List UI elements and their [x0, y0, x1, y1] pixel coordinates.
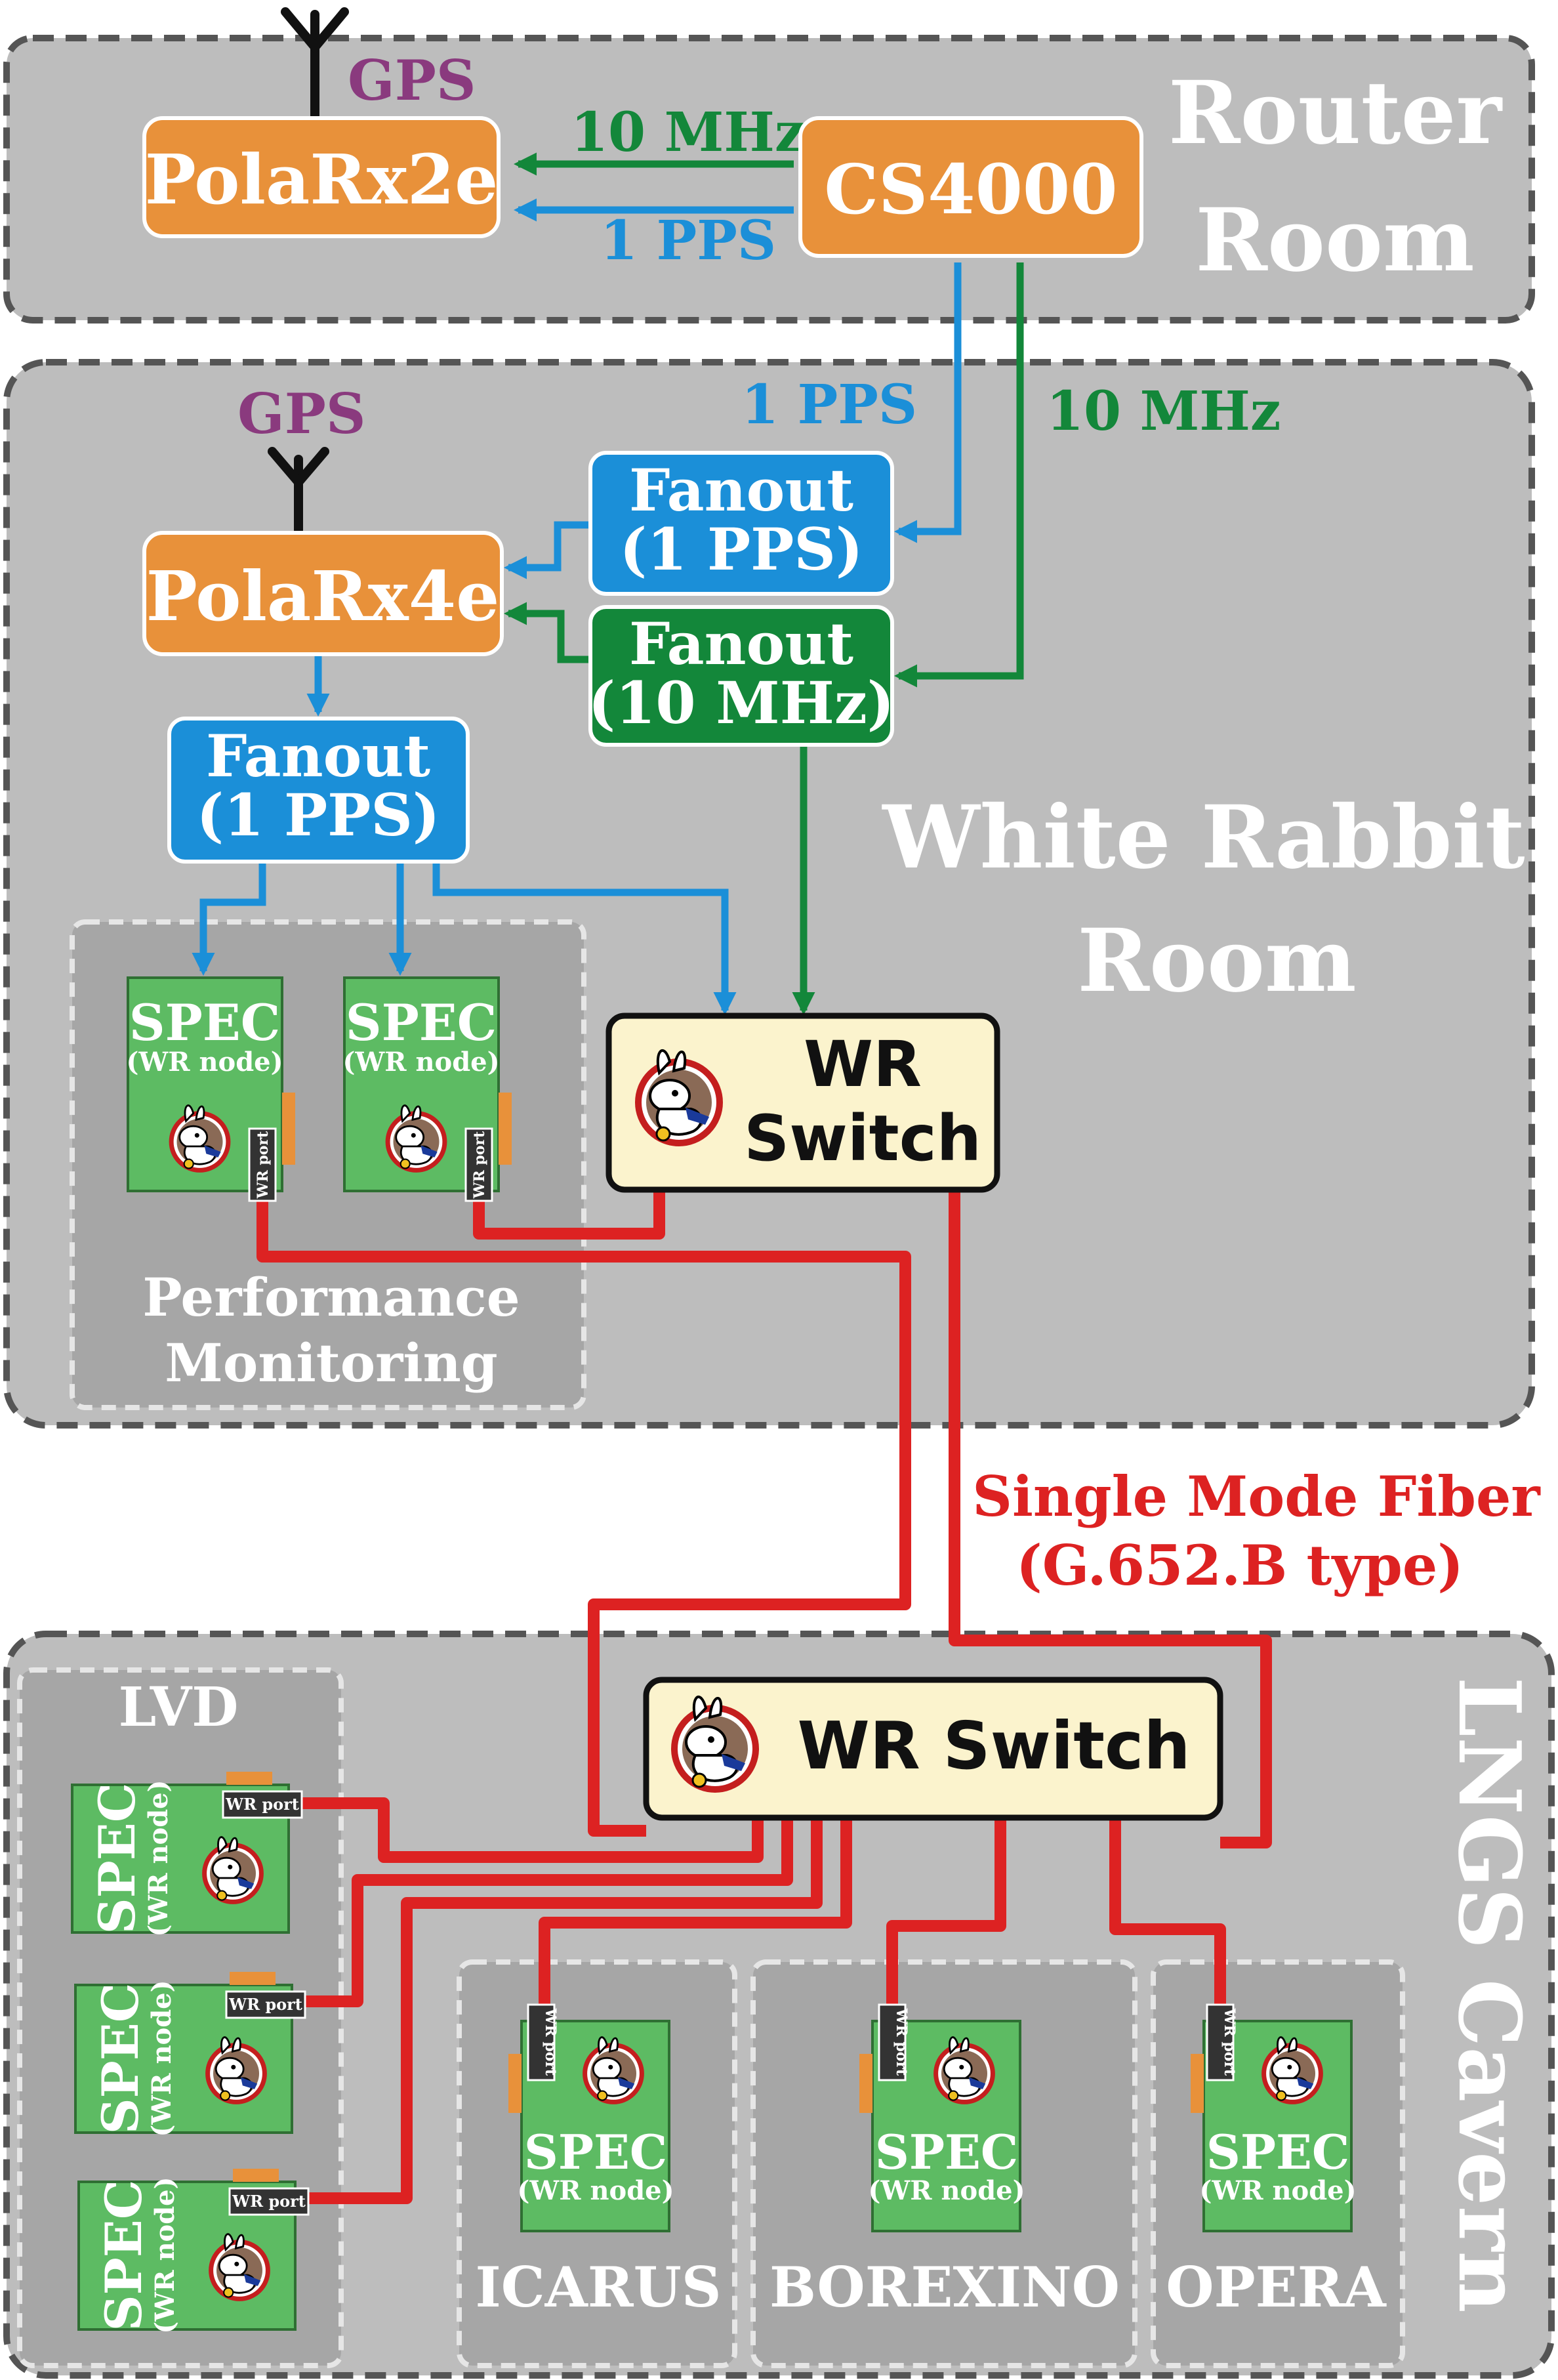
spec-card-lvd-1: WR port SPEC (WR node) — [71, 1772, 303, 1937]
svg-text:Switch: Switch — [744, 1102, 981, 1175]
wr-switch-lngs: WR Switch — [643, 1677, 1223, 1821]
fanout-1pps-lower: Fanout (1 PPS) — [167, 717, 470, 864]
performance-monitoring-label-2: Monitoring — [165, 1332, 497, 1394]
gps-antenna-icon — [268, 447, 329, 535]
10mhz-link-cs4000-fanout — [893, 262, 1024, 688]
svg-text:SPEC: SPEC — [346, 993, 497, 1052]
svg-text:WR port: WR port — [232, 2192, 306, 2211]
white-rabbit-room-label-2: Room — [1077, 910, 1356, 1012]
spec-card-borexino: WR port SPEC (WR node) — [859, 2003, 1025, 2232]
svg-text:WR port: WR port — [255, 1131, 272, 1199]
gps-label-wr: GPS — [237, 381, 366, 446]
opera-label: OPERA — [1166, 2255, 1387, 2320]
svg-text:WR port: WR port — [471, 1131, 488, 1199]
svg-text:WR port: WR port — [1221, 2008, 1238, 2076]
svg-text:PolaRx2e: PolaRx2e — [145, 139, 499, 220]
router-room-label: Router — [1168, 62, 1503, 164]
router-room-label-2: Room — [1195, 190, 1474, 291]
svg-text:(WR node): (WR node) — [342, 1047, 499, 1077]
10mhz-link-fanout-polarx4e — [503, 602, 590, 663]
svg-text:CS4000: CS4000 — [824, 149, 1117, 230]
lvd-label: LVD — [119, 1676, 239, 1739]
fanout-1pps-upper: Fanout (1 PPS) — [588, 451, 894, 596]
wr-switch-main: WR Switch — [605, 1013, 1000, 1193]
1pps-link-fanout-spec1 — [192, 863, 266, 976]
svg-text:PolaRx4e: PolaRx4e — [146, 556, 500, 637]
gps-antenna-icon — [281, 7, 349, 121]
svg-text:WR: WR — [804, 1028, 922, 1101]
fiber-label-1: Single Mode Fiber — [972, 1464, 1541, 1529]
1pps-label-wr-room: 1 PPS — [741, 373, 917, 436]
single-mode-fiber-links — [256, 1191, 1272, 2204]
svg-text:Fanout: Fanout — [629, 610, 853, 678]
borexino-label: BOREXINO — [769, 2255, 1120, 2320]
svg-text:SPEC: SPEC — [524, 2124, 667, 2180]
svg-text:WR Switch: WR Switch — [797, 1707, 1190, 1784]
1pps-link-fanout-polarx4e — [503, 521, 590, 579]
svg-text:(10 MHz): (10 MHz) — [588, 669, 895, 737]
fanout-10mhz: Fanout (10 MHz) — [588, 605, 895, 747]
svg-text:Fanout: Fanout — [629, 456, 853, 524]
polarx4e-receiver: PolaRx4e — [142, 531, 504, 656]
spec-card-perf-1: SPEC (WR node) WR port — [126, 976, 295, 1202]
1pps-link-cs4000-fanout — [893, 262, 962, 543]
svg-text:SPEC: SPEC — [91, 1983, 150, 2134]
spec-card-icarus: WR port SPEC (WR node) — [508, 2003, 674, 2232]
icarus-label: ICARUS — [475, 2255, 721, 2320]
spec-card-opera: WR port SPEC (WR node) — [1191, 2003, 1357, 2232]
cs4000-clock: CS4000 — [798, 116, 1143, 258]
10mhz-label-wr-room: 10 MHz — [1046, 380, 1281, 443]
spec-card-lvd-2: WR port SPEC (WR node) — [74, 1972, 306, 2137]
svg-text:SPEC: SPEC — [875, 2124, 1018, 2180]
gps-label-top: GPS — [348, 48, 476, 113]
fiber-label-2: (G.652.B type) — [1016, 1533, 1464, 1598]
svg-text:(WR node): (WR node) — [868, 2175, 1025, 2206]
svg-text:(WR node): (WR node) — [1199, 2175, 1356, 2206]
polarx2e-receiver: PolaRx2e — [142, 116, 501, 238]
svg-text:WR port: WR port — [228, 1995, 302, 2014]
lngs-cavern-label: LNGS Cavern — [1439, 1677, 1540, 2312]
1pps-link-fanout-wr-switch — [432, 863, 737, 1016]
spec-card-lvd-3: WR port SPEC (WR node) — [77, 2169, 310, 2334]
svg-text:(WR node): (WR node) — [517, 2175, 674, 2206]
svg-text:(1 PPS): (1 PPS) — [619, 515, 863, 583]
router-room — [3, 35, 1535, 324]
svg-text:(WR node): (WR node) — [150, 2177, 180, 2333]
svg-text:SPEC: SPEC — [94, 2180, 153, 2331]
svg-text:SPEC: SPEC — [88, 1783, 146, 1934]
svg-text:(1 PPS): (1 PPS) — [196, 781, 440, 849]
performance-monitoring-label: Performance — [142, 1266, 520, 1328]
white-rabbit-room-label: White Rabbit — [881, 787, 1525, 888]
svg-text:Fanout: Fanout — [206, 722, 430, 790]
svg-text:WR port: WR port — [542, 2008, 559, 2076]
svg-text:WR port: WR port — [893, 2008, 910, 2076]
svg-text:SPEC: SPEC — [1206, 2124, 1349, 2180]
10mhz-label-router: 10 MHz — [571, 101, 805, 164]
svg-text:(WR node): (WR node) — [146, 1980, 177, 2137]
svg-text:WR port: WR port — [225, 1795, 299, 1814]
spec-card-perf-2: SPEC (WR node) WR port — [342, 976, 512, 1202]
1pps-label-router: 1 PPS — [600, 209, 776, 272]
svg-text:(WR node): (WR node) — [126, 1047, 283, 1077]
svg-text:SPEC: SPEC — [129, 993, 280, 1052]
svg-text:(WR node): (WR node) — [143, 1780, 174, 1936]
